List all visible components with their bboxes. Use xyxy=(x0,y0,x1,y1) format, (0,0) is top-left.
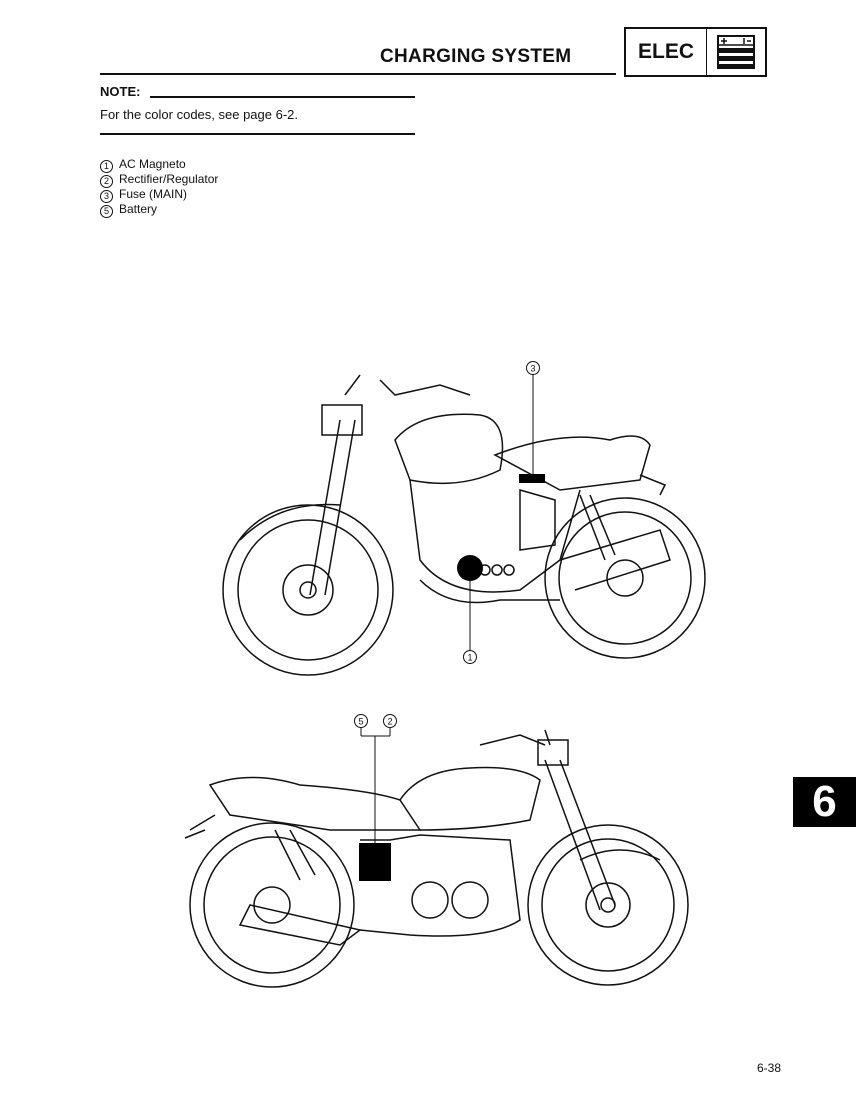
callout-battery: 5 xyxy=(358,717,363,727)
chapter-tab: 6 xyxy=(793,777,856,827)
page-title: CHARGING SYSTEM xyxy=(380,46,572,67)
note-label: NOTE: xyxy=(100,84,141,99)
legend-item: 5 Battery xyxy=(100,202,218,218)
section-box: ELEC xyxy=(624,27,767,77)
legend-label: Rectifier/Regulator xyxy=(119,172,219,186)
page-number: 6-38 xyxy=(757,1061,782,1075)
note-text: For the color codes, see page 6-2. xyxy=(100,107,299,122)
motorcycle-left-view xyxy=(184,729,689,988)
motorcycle-right-view xyxy=(222,374,706,676)
legend-item: 1 AC Magneto xyxy=(100,157,218,173)
note-rule xyxy=(150,96,415,98)
legend-label: AC Magneto xyxy=(119,157,186,171)
legend-item: 2 Rectifier/Regulator xyxy=(100,172,219,188)
callout-magneto: 1 xyxy=(467,653,472,663)
legend-label: Fuse (MAIN) xyxy=(119,187,188,201)
fuse-marker xyxy=(519,474,545,483)
legend-number: 1 xyxy=(100,160,113,173)
legend-item: 3 Fuse (MAIN) xyxy=(100,187,218,203)
magneto-marker xyxy=(457,555,483,581)
section-label: ELEC xyxy=(626,29,707,75)
legend-number: 5 xyxy=(100,205,113,218)
legend-number: 2 xyxy=(100,175,113,188)
parts-legend: 1 AC Magneto 2 Rectifier/Regulator 3 Fuse (… xyxy=(100,157,219,218)
battery-icon xyxy=(707,29,765,75)
header-rule xyxy=(100,73,616,75)
battery-rectifier-marker xyxy=(359,843,391,881)
legend-number: 3 xyxy=(100,190,113,203)
note-rule-bottom xyxy=(100,133,415,135)
callout-rectifier: 2 xyxy=(387,717,392,727)
callout-fuse: 3 xyxy=(530,364,535,374)
callout-circle xyxy=(526,361,540,375)
legend-label: Battery xyxy=(119,202,158,216)
